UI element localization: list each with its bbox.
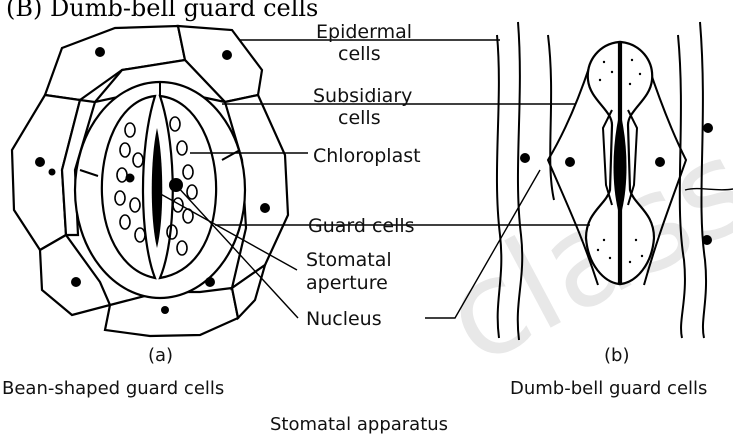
guard-nucleus-left xyxy=(126,174,135,183)
label-stomatal: Stomatal xyxy=(306,249,392,271)
caption-b-marker: (b) xyxy=(604,345,629,366)
label-chloroplast: Chloroplast xyxy=(313,145,421,167)
label-subsidiary: Subsidiary xyxy=(313,85,412,107)
label-aperture: aperture xyxy=(306,272,388,294)
epidermal-wall-3 xyxy=(548,35,554,200)
caption-a-title: Bean-shaped guard cells xyxy=(2,378,224,399)
label-nucleus: Nucleus xyxy=(306,308,382,330)
caption-overall: Stomatal apparatus xyxy=(270,414,448,435)
caption-b-title: Dumb-bell guard cells xyxy=(510,378,707,399)
label-epidermal-cells: cells xyxy=(338,43,381,65)
header-text: (B) Dumb-bell guard cells xyxy=(6,0,318,22)
bean-shaped-stoma-group xyxy=(12,26,288,336)
label-subsidiary-cells: cells xyxy=(338,107,381,129)
label-guard-cells: Guard cells xyxy=(308,215,415,237)
caption-a-marker: (a) xyxy=(148,345,173,366)
watermark: classes xyxy=(420,39,733,394)
label-epidermal: Epidermal xyxy=(316,21,412,43)
